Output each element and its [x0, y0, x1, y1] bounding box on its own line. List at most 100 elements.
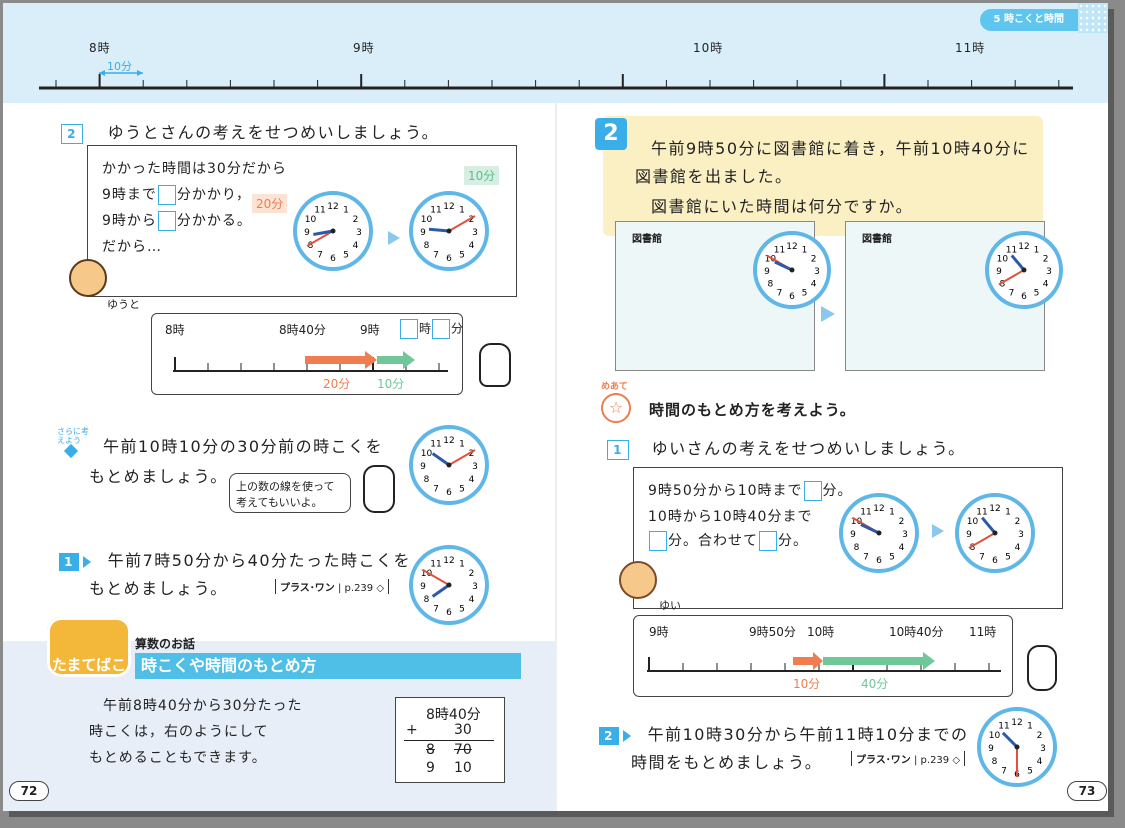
svg-text:3: 3	[472, 462, 478, 472]
svg-text:3: 3	[814, 267, 820, 277]
rabbit-mascot	[1027, 645, 1057, 691]
calc-box: 8時40分 + 30 8 70 9 10	[395, 697, 505, 783]
svg-text:2: 2	[1043, 255, 1049, 265]
answer-blank[interactable]	[759, 531, 777, 551]
svg-text:10: 10	[989, 731, 1001, 741]
svg-text:5: 5	[889, 553, 895, 563]
svg-text:5: 5	[343, 251, 349, 261]
svg-text:2: 2	[899, 517, 905, 527]
svg-text:10: 10	[967, 517, 979, 527]
svg-text:11: 11	[1006, 245, 1017, 255]
svg-text:9: 9	[966, 530, 972, 540]
svg-text:6: 6	[876, 556, 882, 566]
right-number-line	[647, 652, 1001, 672]
answer-blank[interactable]	[803, 481, 822, 501]
svg-text:7: 7	[433, 485, 439, 495]
svg-text:7: 7	[317, 251, 323, 261]
hint-bubble: 上の数の線を使って考えてもいいよ。	[229, 473, 351, 513]
answer-blank[interactable]	[649, 531, 667, 551]
textbook-spread: 5 時こくと時間 8時 9時 10時 11時 10分 2 ゆうとさんの考えをせつ…	[3, 3, 1108, 811]
svg-text:8: 8	[424, 595, 430, 605]
svg-text:12: 12	[443, 202, 454, 212]
svg-text:1: 1	[1034, 245, 1040, 255]
interval-label: 10分	[107, 60, 132, 73]
plus-one-ref[interactable]: プラス･ワン | p.239 ◇	[275, 579, 390, 594]
right-p2: 2 午前10時30分から午前11時10分までの	[599, 721, 969, 745]
svg-text:1: 1	[459, 559, 465, 569]
svg-text:11: 11	[314, 205, 325, 215]
svg-text:4: 4	[469, 475, 475, 485]
svg-text:4: 4	[469, 595, 475, 605]
svg-text:8: 8	[992, 757, 998, 767]
svg-text:11: 11	[430, 205, 441, 215]
svg-text:5: 5	[459, 251, 465, 261]
svg-text:2: 2	[469, 569, 475, 579]
right-number-line-box	[633, 615, 1013, 697]
top-timeline	[39, 70, 1073, 90]
svg-text:2: 2	[811, 255, 817, 265]
svg-text:5: 5	[459, 605, 465, 615]
chapter-tab: 5 時こくと時間	[979, 3, 1108, 33]
svg-text:11: 11	[998, 721, 1009, 731]
svg-text:3: 3	[1046, 267, 1052, 277]
svg-text:6: 6	[1021, 292, 1027, 302]
svg-text:4: 4	[353, 241, 359, 251]
svg-text:12: 12	[989, 504, 1000, 514]
answer-blank[interactable]	[157, 211, 176, 231]
svg-text:9: 9	[304, 228, 310, 238]
svg-text:7: 7	[1009, 289, 1015, 299]
svg-text:9: 9	[850, 530, 856, 540]
rabbit-mascot	[363, 465, 395, 513]
answer-blank[interactable]	[157, 185, 176, 205]
svg-text:5: 5	[459, 485, 465, 495]
svg-text:9: 9	[420, 582, 426, 592]
svg-text:8: 8	[767, 280, 773, 290]
svg-text:3: 3	[1040, 744, 1046, 754]
svg-text:3: 3	[472, 228, 478, 238]
svg-text:4: 4	[811, 280, 817, 290]
svg-text:2: 2	[1037, 731, 1043, 741]
svg-text:7: 7	[433, 605, 439, 615]
svg-text:6: 6	[330, 254, 336, 264]
svg-text:8: 8	[854, 543, 860, 553]
svg-text:10: 10	[997, 255, 1009, 265]
svg-text:6: 6	[446, 488, 452, 498]
svg-text:3: 3	[472, 582, 478, 592]
svg-text:10: 10	[421, 449, 433, 459]
svg-text:4: 4	[1043, 280, 1049, 290]
svg-text:9: 9	[996, 267, 1002, 277]
svg-text:2: 2	[469, 215, 475, 225]
svg-text:4: 4	[1037, 757, 1043, 767]
svg-text:1: 1	[459, 439, 465, 449]
svg-text:5: 5	[1005, 553, 1011, 563]
yui-avatar	[619, 561, 657, 599]
page-number-right: 73	[1067, 781, 1107, 801]
svg-text:11: 11	[976, 507, 987, 517]
tamatebako-logo: たまてばこ	[47, 617, 131, 677]
svg-text:3: 3	[1018, 530, 1024, 540]
svg-text:12: 12	[873, 504, 884, 514]
svg-text:11: 11	[774, 245, 785, 255]
svg-text:10: 10	[851, 517, 863, 527]
svg-text:7: 7	[433, 251, 439, 261]
svg-text:10: 10	[305, 215, 317, 225]
svg-text:1: 1	[1005, 507, 1011, 517]
svg-text:8: 8	[424, 241, 430, 251]
svg-text:11: 11	[430, 439, 441, 449]
svg-text:8: 8	[424, 475, 430, 485]
svg-text:2: 2	[469, 449, 475, 459]
svg-text:10: 10	[421, 569, 433, 579]
page-number-left: 72	[9, 781, 49, 801]
sarani-tag: さらに考えよう	[57, 427, 89, 445]
left-p1: 1 午前7時50分から40分たった時こくを	[59, 547, 411, 571]
svg-text:11: 11	[860, 507, 871, 517]
plus-one-ref[interactable]: プラス･ワン | p.239 ◇	[851, 751, 966, 766]
question-box	[603, 116, 1043, 236]
yuto-avatar	[69, 259, 107, 297]
svg-text:3: 3	[902, 530, 908, 540]
